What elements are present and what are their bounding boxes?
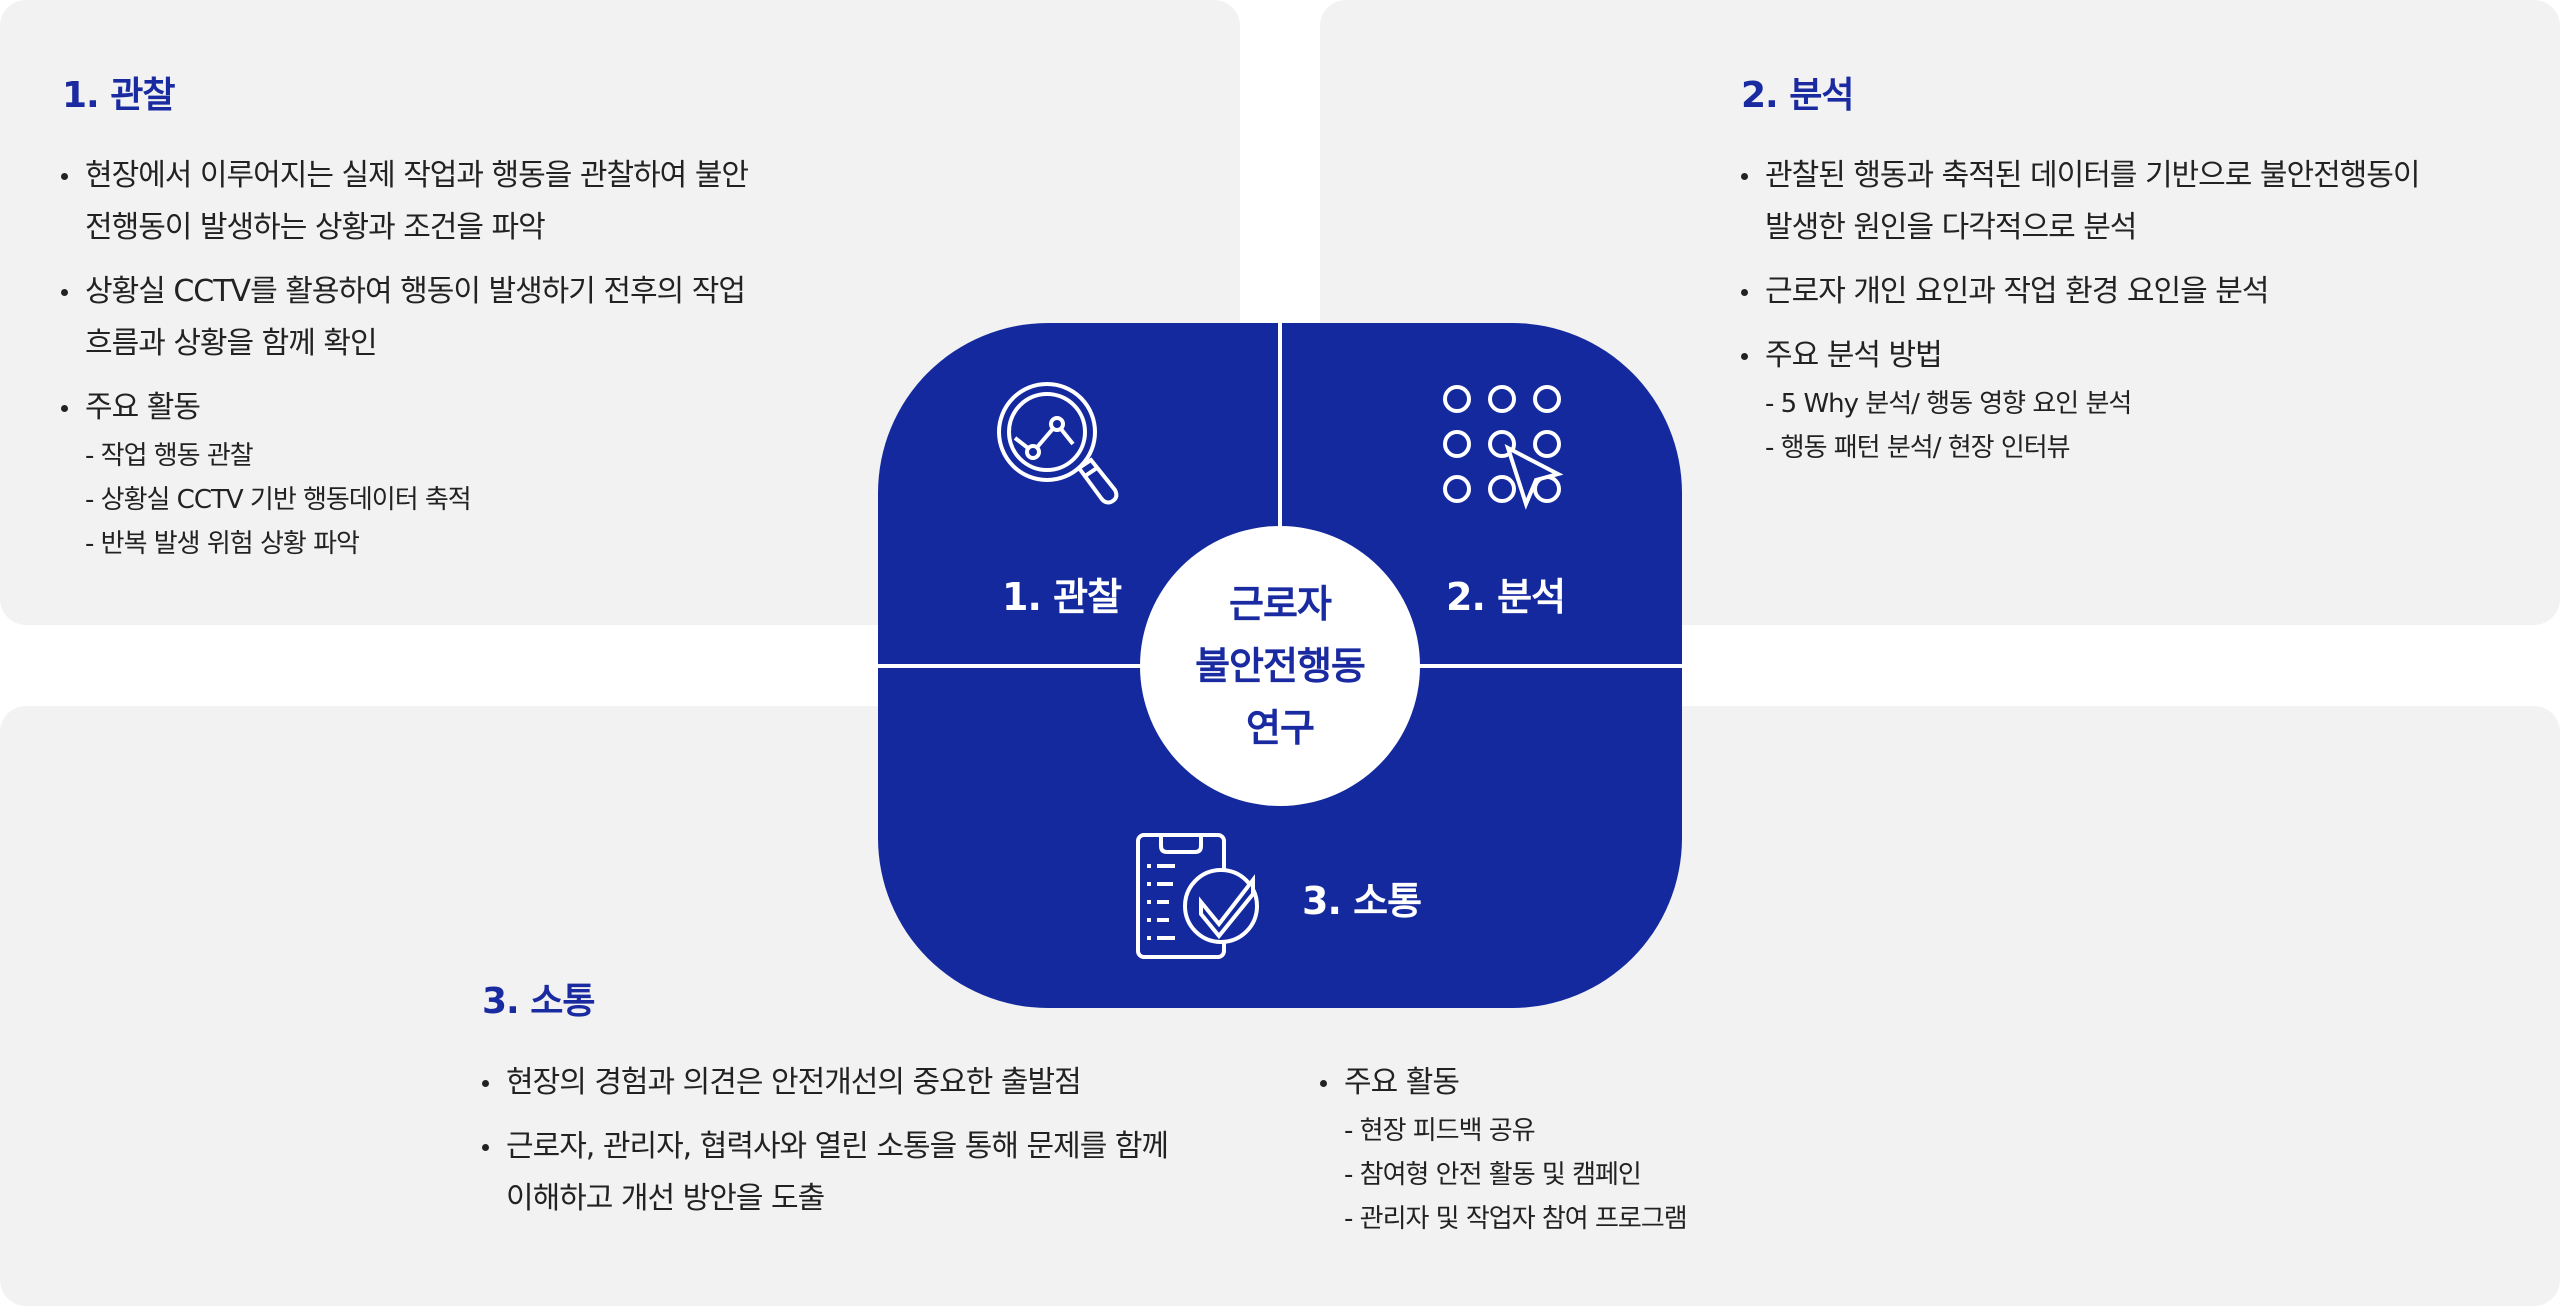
observe-title: 1. 관찰 <box>62 75 175 116</box>
divider <box>1278 323 1282 666</box>
list-item: 주요 활동 - 현장 피드백 공유 - 참여형 안전 활동 및 캠페인 - 관리… <box>1320 1057 1688 1241</box>
analyze-sub-items: - 5 Why 분석/ 행동 영향 요인 분석 - 행동 패턴 분석/ 현장 인… <box>1765 389 2132 463</box>
quadrant-label-analyze: 2. 분석 <box>1446 575 1566 619</box>
observe-sub-items: - 작업 행동 관찰 - 상황실 CCTV 기반 행동데이터 축적 - 반복 발… <box>85 441 472 559</box>
quadrant-label-communicate: 3. 소통 <box>1302 879 1422 923</box>
communicate-activities: 주요 활동 - 현장 피드백 공유 - 참여형 안전 활동 및 캠페인 - 관리… <box>1320 1057 1688 1253</box>
list-item: 주요 분석 방법 - 5 Why 분석/ 행동 영향 요인 분석 - 행동 패턴… <box>1740 330 2419 470</box>
center-circle: 근로자 불안전행동 연구 <box>1140 526 1420 806</box>
list-item: 주요 활동 - 작업 행동 관찰 - 상황실 CCTV 기반 행동데이터 축적 … <box>60 382 748 566</box>
magnifier-chart-icon <box>997 382 1119 505</box>
quadrant-label-observe: 1. 관찰 <box>1002 575 1122 619</box>
list-item: 현장의 경험과 의견은 안전개선의 중요한 출발점 <box>481 1057 1168 1109</box>
analyze-title: 2. 분석 <box>1741 75 1854 116</box>
list-item: 근로자 개인 요인과 작업 환경 요인을 분석 <box>1740 266 2419 318</box>
communicate-bullets: 현장의 경험과 의견은 안전개선의 중요한 출발점 근로자, 관리자, 협력사와… <box>481 1057 1169 1237</box>
communicate-title: 3. 소통 <box>482 981 595 1022</box>
communicate-sub-items: - 현장 피드백 공유 - 참여형 안전 활동 및 캠페인 - 관리자 및 작업… <box>1344 1116 1688 1234</box>
clipboard-check-icon <box>1136 833 1259 959</box>
dot-grid-cursor-icon <box>1443 385 1564 510</box>
